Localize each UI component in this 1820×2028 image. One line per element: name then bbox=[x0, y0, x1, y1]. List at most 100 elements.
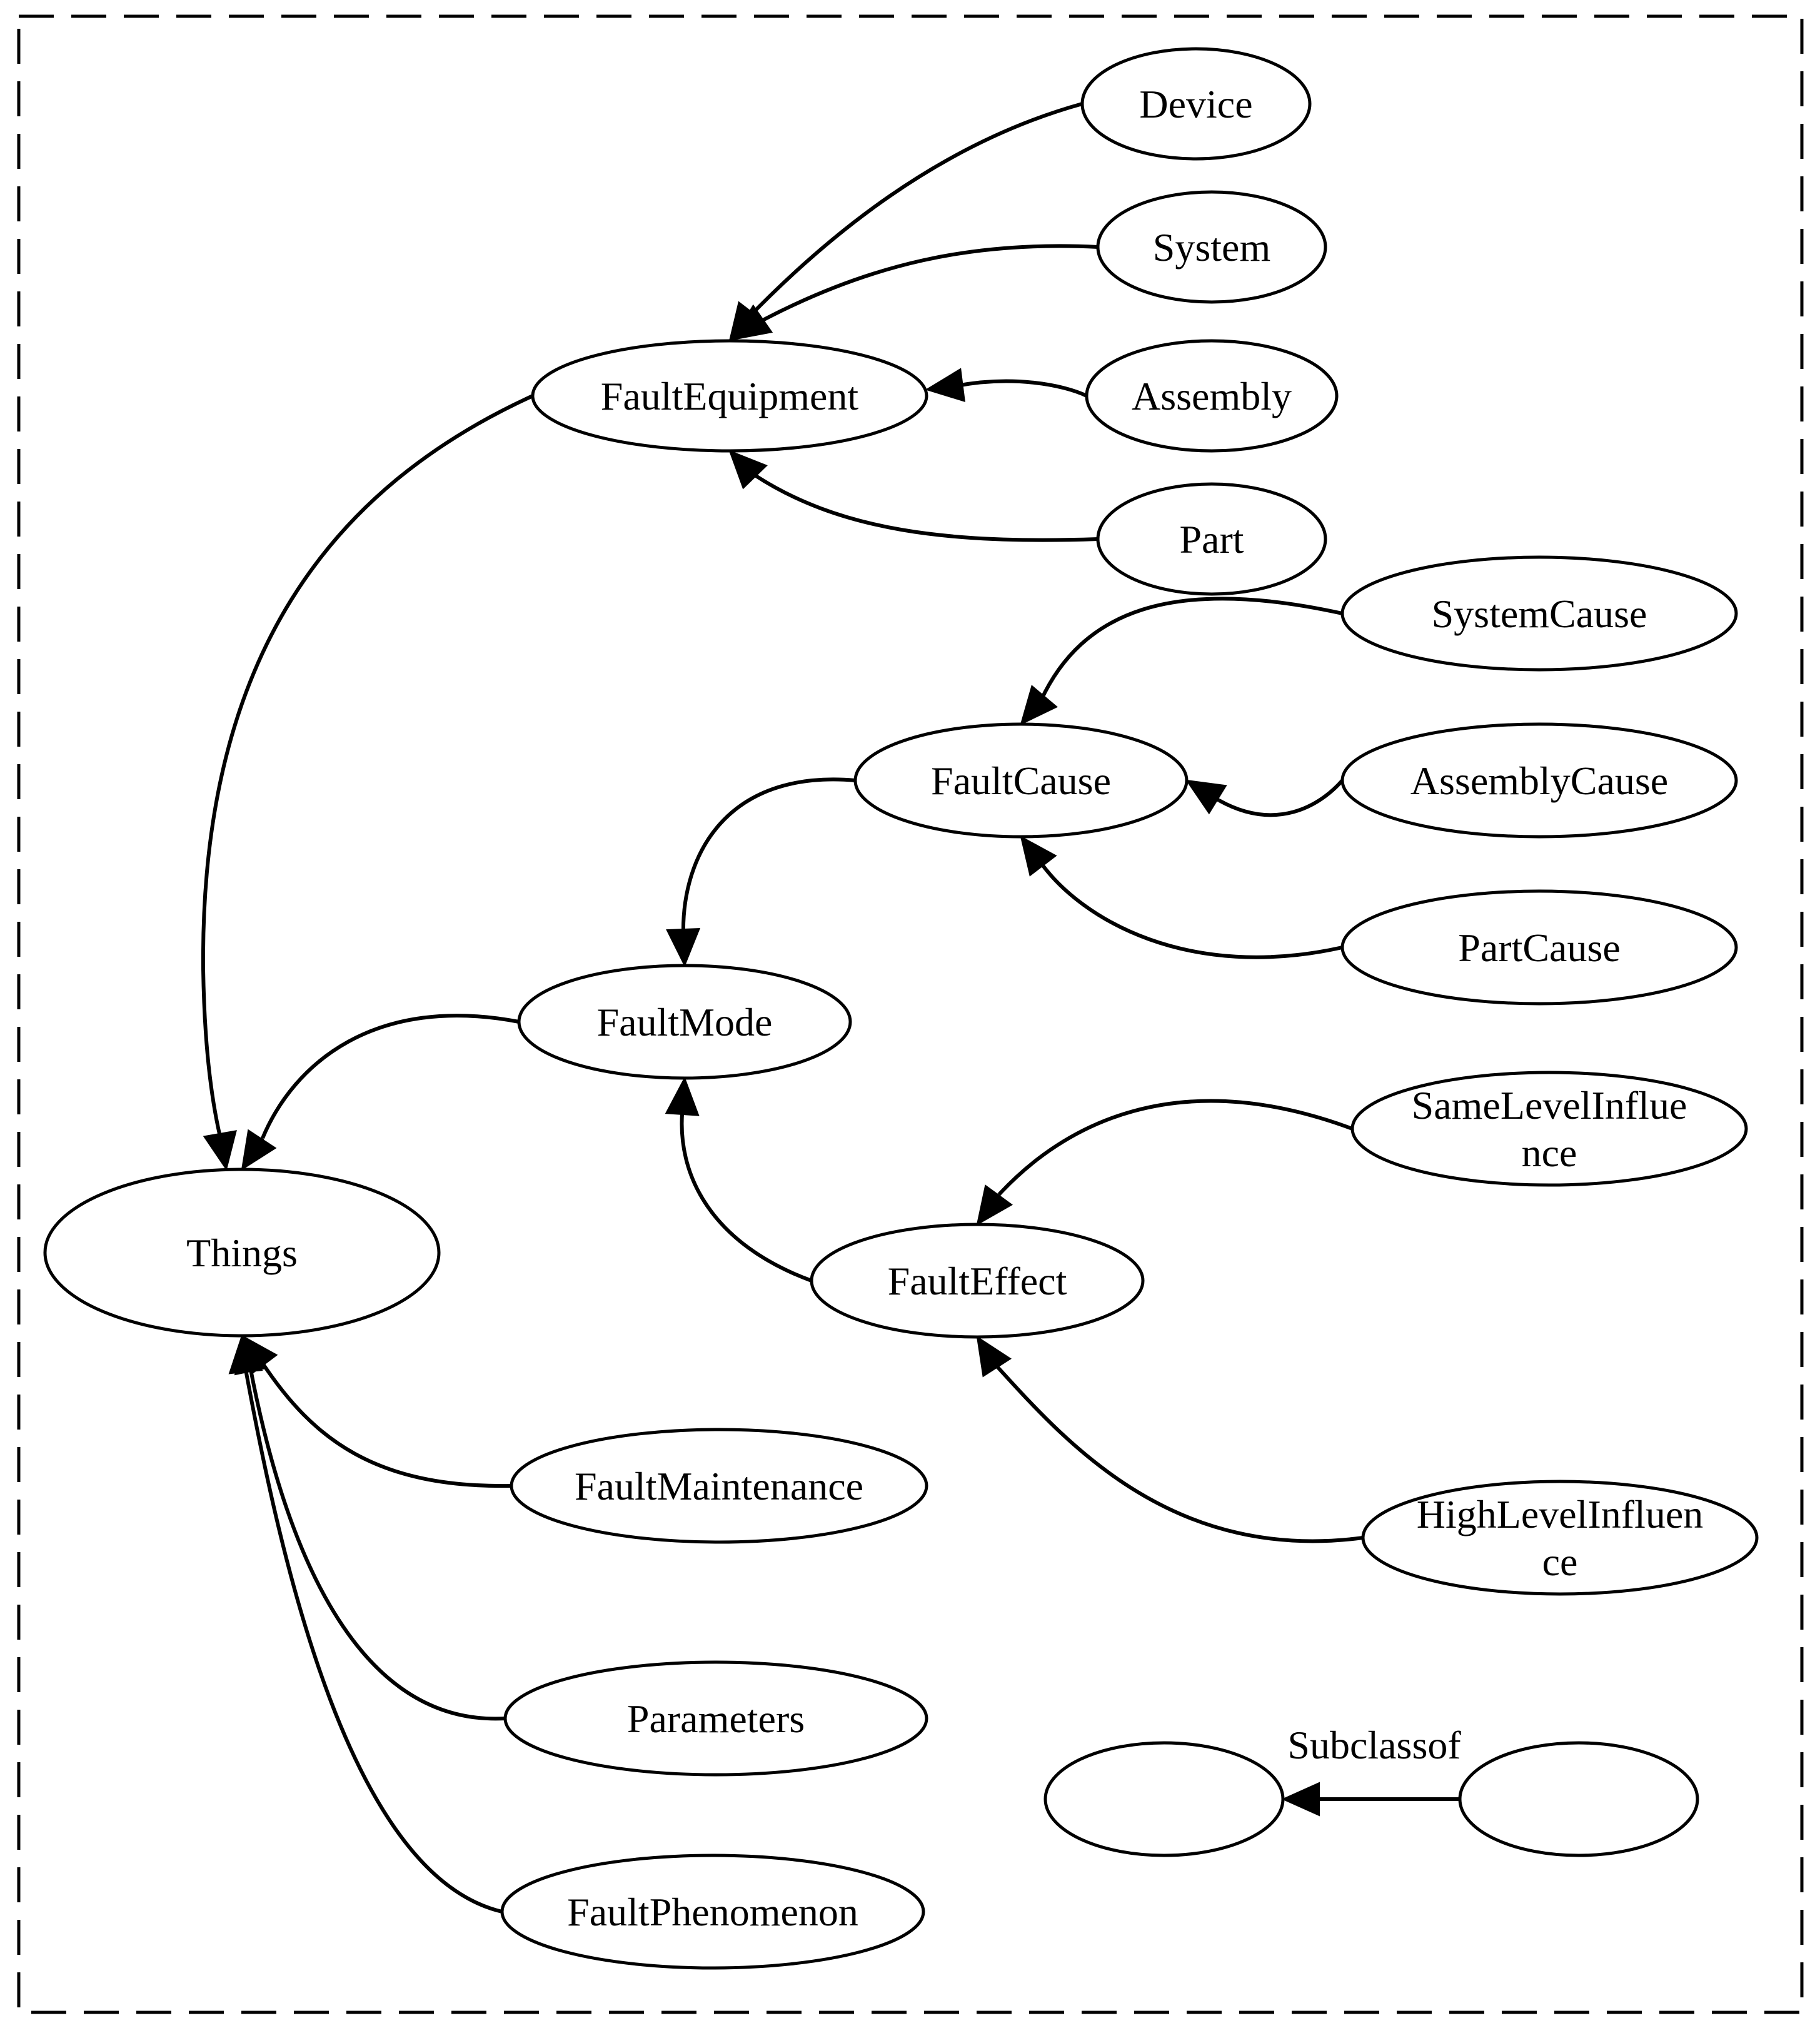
edge-fault_maintenance-to-things bbox=[241, 1334, 512, 1488]
arrow-head bbox=[228, 1334, 263, 1375]
node-label: Things bbox=[186, 1231, 298, 1275]
edge-system_cause-to-fault_cause bbox=[1020, 597, 1343, 725]
node-ellipse bbox=[1458, 1741, 1699, 1857]
node-ellipse bbox=[1096, 482, 1327, 596]
edge-line bbox=[1218, 779, 1344, 817]
arrow-head bbox=[1020, 685, 1058, 725]
edge-line bbox=[997, 1099, 1354, 1196]
edge-legend_parent-to-legend_child bbox=[1281, 1782, 1460, 1817]
node-ellipse bbox=[853, 722, 1189, 839]
node-things: Things bbox=[43, 1168, 441, 1338]
arrow-head bbox=[976, 1335, 1012, 1378]
edges-layer bbox=[201, 102, 1460, 1914]
edge-part_cause-to-fault_cause bbox=[1020, 835, 1343, 959]
arrow-head bbox=[203, 1130, 237, 1171]
node-part: Part bbox=[1096, 482, 1327, 596]
edge-line bbox=[1039, 597, 1343, 702]
node-label: ce bbox=[1542, 1540, 1578, 1584]
node-fault-effect: FaultEffect bbox=[810, 1223, 1145, 1339]
node-device: Device bbox=[1080, 47, 1312, 161]
node-ellipse bbox=[1340, 722, 1738, 839]
edge-high_level_influence-to-fault_effect bbox=[976, 1335, 1364, 1543]
node-label: FaultMaintenance bbox=[575, 1464, 863, 1508]
node-ellipse bbox=[500, 1854, 925, 1970]
edge-same_level_influence-to-fault_effect bbox=[976, 1099, 1354, 1226]
node-ellipse bbox=[1340, 889, 1738, 1006]
node-ellipse bbox=[1085, 339, 1339, 453]
node-system: System bbox=[1096, 190, 1327, 304]
node-ellipse bbox=[1043, 1741, 1285, 1857]
node-assembly-cause: AssemblyCause bbox=[1340, 722, 1738, 839]
edge-parameters-to-things bbox=[234, 1334, 506, 1721]
node-label: SystemCause bbox=[1432, 592, 1647, 636]
arrow-head bbox=[925, 368, 965, 403]
node-label: AssemblyCause bbox=[1410, 759, 1668, 803]
legend-edge-label: Subclassof bbox=[1287, 1723, 1461, 1767]
edge-line bbox=[992, 1361, 1364, 1543]
edge-fault_effect-to-fault_mode bbox=[665, 1076, 813, 1283]
edge-line bbox=[681, 777, 856, 936]
node-system-cause: SystemCause bbox=[1340, 555, 1738, 672]
node-parameters: Parameters bbox=[503, 1660, 928, 1777]
edge-assembly-to-fault_equipment bbox=[925, 368, 1088, 403]
edge-line bbox=[243, 1366, 503, 1914]
node-part-cause: PartCause bbox=[1340, 889, 1738, 1006]
node-label: FaultEquipment bbox=[601, 374, 859, 418]
node-ellipse bbox=[517, 964, 852, 1080]
node-label: FaultPhenomenon bbox=[567, 1890, 858, 1934]
node-ellipse bbox=[503, 1660, 928, 1777]
node-ellipse bbox=[1340, 555, 1738, 672]
arrow-head bbox=[665, 1076, 700, 1116]
node-label: Parameters bbox=[627, 1697, 805, 1741]
arrow-head bbox=[1281, 1782, 1320, 1817]
node-ellipse bbox=[1080, 47, 1312, 161]
edge-fault_phenomenon-to-things bbox=[228, 1334, 503, 1914]
arrow-head bbox=[241, 1129, 277, 1171]
node-ellipse bbox=[531, 339, 928, 453]
node-legend-child bbox=[1043, 1741, 1285, 1857]
arrow-head bbox=[731, 304, 773, 341]
arrow-head bbox=[1020, 835, 1057, 877]
edge-fault_mode-to-things bbox=[241, 1014, 520, 1171]
node-label: Device bbox=[1139, 82, 1252, 126]
edge-line bbox=[248, 1366, 506, 1721]
arrow-head bbox=[976, 1184, 1013, 1226]
node-label: FaultMode bbox=[597, 1000, 773, 1044]
node-ellipse bbox=[510, 1428, 928, 1544]
node-label: SameLevelInflue bbox=[1412, 1083, 1687, 1128]
node-label: HighLevelInfluen bbox=[1417, 1492, 1704, 1536]
node-ellipse bbox=[810, 1223, 1145, 1339]
edge-device-to-fault_equipment bbox=[728, 102, 1083, 342]
arrow-head bbox=[728, 450, 768, 490]
edge-line bbox=[1039, 862, 1343, 959]
node-fault-equipment: FaultEquipment bbox=[531, 339, 928, 453]
node-fault-mode: FaultMode bbox=[517, 964, 852, 1080]
node-legend-parent bbox=[1458, 1741, 1699, 1857]
node-assembly: Assembly bbox=[1085, 339, 1339, 453]
node-label: Part bbox=[1179, 517, 1244, 562]
edge-line bbox=[752, 244, 1099, 327]
edge-line bbox=[261, 1014, 520, 1139]
node-fault-cause: FaultCause bbox=[853, 722, 1189, 839]
edge-line bbox=[956, 379, 1088, 398]
arrow-head bbox=[666, 927, 701, 967]
node-label: FaultEffect bbox=[888, 1259, 1067, 1303]
edge-line bbox=[201, 394, 534, 1145]
node-label: Assembly bbox=[1132, 374, 1292, 418]
node-label: FaultCause bbox=[931, 759, 1111, 803]
edge-part-to-fault_equipment bbox=[728, 450, 1099, 542]
node-ellipse bbox=[1096, 190, 1327, 304]
node-label: System bbox=[1153, 225, 1270, 270]
edge-system-to-fault_equipment bbox=[731, 244, 1099, 341]
edge-line bbox=[680, 1106, 813, 1283]
node-ellipse bbox=[1350, 1071, 1748, 1187]
edge-fault_cause-to-fault_mode bbox=[666, 777, 856, 967]
arrow-head bbox=[1185, 779, 1227, 815]
edge-fault_equipment-to-things bbox=[201, 394, 534, 1171]
node-ellipse bbox=[43, 1168, 441, 1338]
edge-line bbox=[261, 1362, 512, 1488]
